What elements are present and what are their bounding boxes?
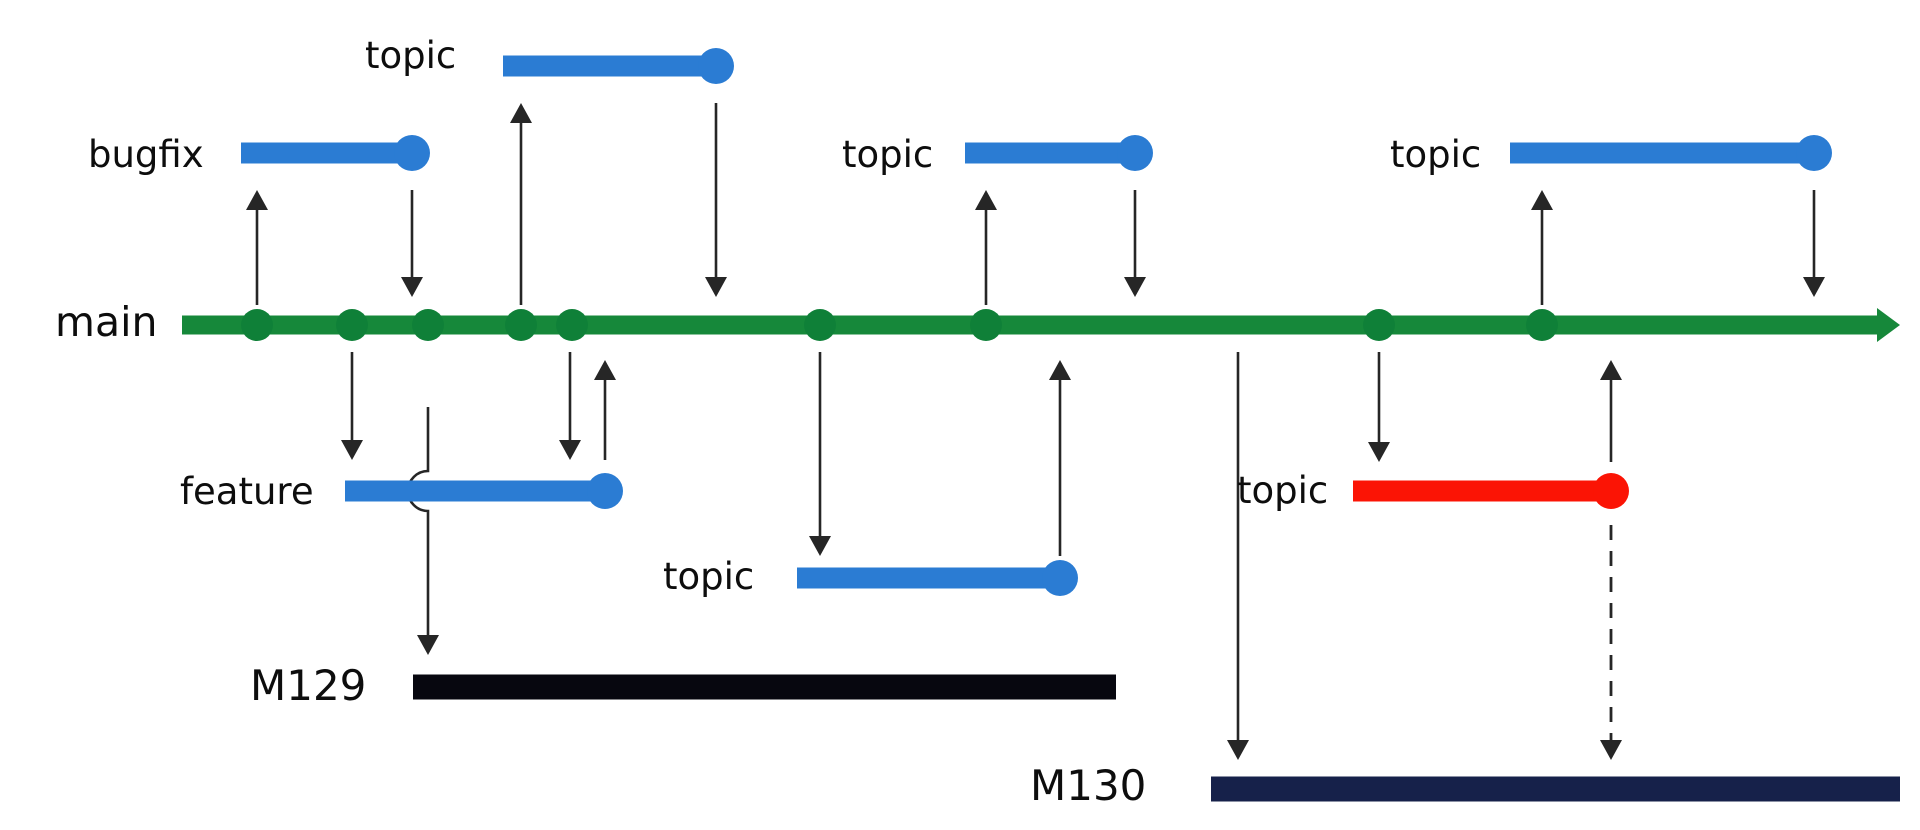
branch-bar-topic-bottom-1[interactable] [797,567,1060,589]
branch-tip-dot-topic-top-2[interactable] [1117,135,1153,171]
main-branch-arrowhead [1877,308,1900,342]
branch-bar-bugfix[interactable] [241,142,412,164]
branch-label-topic-bottom-red: topic [1237,469,1328,512]
arrow-head-a12-down-topicb1-start [809,536,831,556]
branches-group [241,48,1832,596]
arrow-head-a7-up-topic3-start [1531,190,1553,210]
arrow-head-a13-up-topicb1-merge [1049,360,1071,380]
branch-tip-dot-bugfix[interactable] [394,135,430,171]
arrow-head-a3-up-topic1-start [510,103,532,123]
arrows-group [246,103,1825,760]
commit-dot-c3[interactable] [412,309,444,341]
branch-bar-topic-top-3[interactable] [1510,142,1814,164]
arrow-head-a16-up-red-topic-merge [1600,360,1622,380]
commit-dot-c4[interactable] [505,309,537,341]
branch-bar-topic-top-2[interactable] [965,142,1135,164]
branch-label-bugfix: bugfix [88,133,204,176]
branch-tip-dot-topic-bottom-red[interactable] [1593,473,1629,509]
commit-dot-c7[interactable] [970,309,1002,341]
labels-group: main bugfix topic topic topic feature topic top… [55,34,1481,810]
arrow-head-a2-down-bugfix-merge [401,277,423,297]
arrow-head-a18-down-m129-branch [417,635,439,655]
commit-dot-c1[interactable] [241,309,273,341]
arrow-head-a15-down-red-topic-start [1368,442,1390,462]
arrow-head-a9-down-feature-start [341,440,363,460]
branch-label-topic-bottom-1: topic [663,555,754,598]
branch-bar-topic-top-1[interactable] [503,55,716,77]
arrow-head-a1-up-bugfix-start [246,190,268,210]
milestone-label-m130: M130 [1030,761,1146,810]
branch-tip-dot-topic-top-3[interactable] [1796,135,1832,171]
branch-tip-dot-feature[interactable] [587,473,623,509]
arrow-shaft-hop-a18-down-m129-branch [406,407,430,644]
main-branch[interactable] [182,308,1900,342]
commit-dot-c9[interactable] [1526,309,1558,341]
arrow-head-a4-down-topic1-merge [705,277,727,297]
branch-bar-topic-bottom-red[interactable] [1353,480,1611,502]
commit-dot-c5[interactable] [556,309,588,341]
arrow-head-a6-down-topic2-merge [1124,277,1146,297]
arrow-head-a5-up-topic2-start [975,190,997,210]
branch-label-feature: feature [180,470,314,513]
main-branch-label: main [55,298,157,346]
milestone-bar-m130[interactable] [1211,776,1900,802]
arrow-head-a8-down-topic3-merge [1803,277,1825,297]
commit-dot-c2[interactable] [336,309,368,341]
main-branch-line[interactable] [182,315,1883,335]
branch-label-topic-top-3: topic [1390,133,1481,176]
commit-dot-c8[interactable] [1363,309,1395,341]
milestone-bar-m129[interactable] [413,674,1116,700]
branch-tip-dot-topic-top-1[interactable] [698,48,734,84]
branch-label-topic-top-2: topic [842,133,933,176]
arrow-head-a17-dashed-red-to-m130 [1600,740,1622,760]
commit-dot-c6[interactable] [804,309,836,341]
arrow-head-a10-down-feature-merge [559,440,581,460]
arrow-head-a11-up-feature-tip [594,360,616,380]
milestone-label-m129: M129 [250,661,366,710]
arrow-head-a14-down-m130-start [1227,740,1249,760]
branch-label-topic-top-1: topic [365,34,456,77]
milestones-group [413,674,1900,802]
branch-tip-dot-topic-bottom-1[interactable] [1042,560,1078,596]
branch-bar-feature[interactable] [345,480,605,502]
